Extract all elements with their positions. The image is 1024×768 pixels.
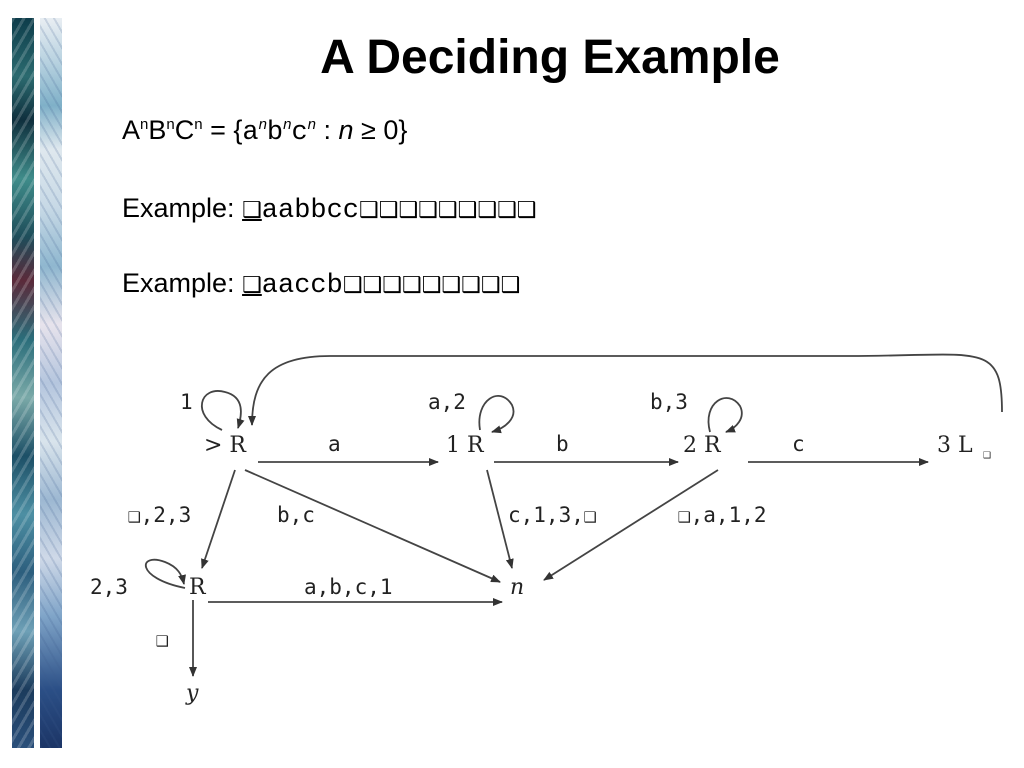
edge-loop-start xyxy=(201,390,245,431)
label-r2-l3: c xyxy=(792,432,805,456)
edge-loop-low xyxy=(144,558,186,589)
label-start-low: ❑,2,3 xyxy=(128,503,191,527)
label-loop-start: 1 xyxy=(180,390,193,414)
edge-r1-n xyxy=(486,469,514,569)
edge-return-arc xyxy=(248,353,1003,426)
label-r1-n: c,1,3,❑ xyxy=(508,503,597,527)
example-2: Example: ❑aaccb❑❑❑❑❑❑❑❑❑ xyxy=(122,268,521,301)
state-r1: 1 R xyxy=(446,433,485,458)
edge-loop-r1 xyxy=(478,395,515,434)
label-low-y: ❑ xyxy=(156,627,169,651)
decorative-strip-left xyxy=(12,18,34,748)
label-low-n: a,b,c,1 xyxy=(304,575,393,599)
label-loop-r1: a,2 xyxy=(428,390,466,414)
example-1: Example: ❑aabbcc❑❑❑❑❑❑❑❑❑ xyxy=(122,193,537,226)
state-r-low: R xyxy=(189,575,207,600)
state-l3: 3 L xyxy=(937,433,973,458)
edge-start-low xyxy=(201,469,236,569)
slide-title: A Deciding Example xyxy=(320,31,780,84)
state-y: y xyxy=(185,681,199,706)
label-loop-r2: b,3 xyxy=(650,390,688,414)
state-n: n xyxy=(510,575,524,600)
state-l3-subscript: ❑ xyxy=(983,447,991,462)
label-r1-r2: b xyxy=(556,432,569,456)
label-start-r1: a xyxy=(328,432,341,456)
edge-loop-r2 xyxy=(707,397,743,433)
state-start: > R xyxy=(204,433,247,458)
language-definition: AnBnCn = {anbncn : n ≥ 0} xyxy=(122,115,408,148)
edge-start-n xyxy=(244,469,501,583)
label-loop-low: 2,3 xyxy=(90,575,128,599)
label-start-n: b,c xyxy=(277,503,315,527)
label-r2-n: ❑,a,1,2 xyxy=(678,503,767,527)
edge-r2-n xyxy=(543,469,719,581)
decorative-strip-right xyxy=(40,18,62,748)
state-r2: 2 R xyxy=(683,433,722,458)
